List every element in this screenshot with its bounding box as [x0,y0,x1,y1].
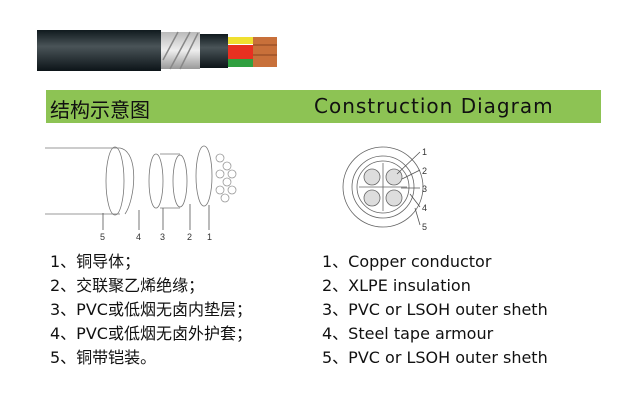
list-item: 1、Copper conductor [322,252,492,271]
list-item: 4、Steel tape armour [322,324,494,343]
list-item: 5、PVC or LSOH outer sheth [322,348,548,367]
section-label-3: 3 [422,184,427,194]
list-item: 4、PVC或低烟无卤外护套； [50,324,252,343]
list-item: 3、PVC或低烟无卤内垫层； [50,300,252,319]
side-label-3: 3 [160,232,165,242]
side-view-diagram [45,145,237,230]
side-label-2: 2 [187,232,192,242]
section-banner: 结构示意图 Construction Diagram [46,90,601,123]
outer-sheath [37,30,161,71]
copper-conductor [253,37,277,67]
section-label-2: 2 [422,166,427,176]
list-item: 3、PVC or LSOH outer sheth [322,300,548,319]
section-label-1: 1 [422,147,427,157]
side-label-4: 4 [136,232,141,242]
side-label-1: 1 [207,232,212,242]
list-item: 2、交联聚乙烯绝缘； [50,276,205,295]
construction-diagrams: 5 4 3 2 1 1 2 3 4 5 [45,145,427,242]
section-label-4: 4 [422,203,427,213]
side-label-5: 5 [100,232,105,242]
list-item: 5、铜带铠装。 [50,348,157,367]
cable-photo [37,30,277,71]
inner-sheath [200,34,228,68]
section-label-5: 5 [422,222,427,232]
component-list-english: 1、Copper conductor 2、XLPE insulation 3、P… [322,250,548,370]
component-list-chinese: 1、铜导体； 2、交联聚乙烯绝缘； 3、PVC或低烟无卤内垫层； 4、PVC或低… [50,250,252,370]
cross-section-diagram [342,146,424,228]
title-english: Construction Diagram [314,94,554,118]
title-chinese: 结构示意图 [50,98,150,122]
list-item: 2、XLPE insulation [322,276,471,295]
list-item: 1、铜导体； [50,252,141,271]
